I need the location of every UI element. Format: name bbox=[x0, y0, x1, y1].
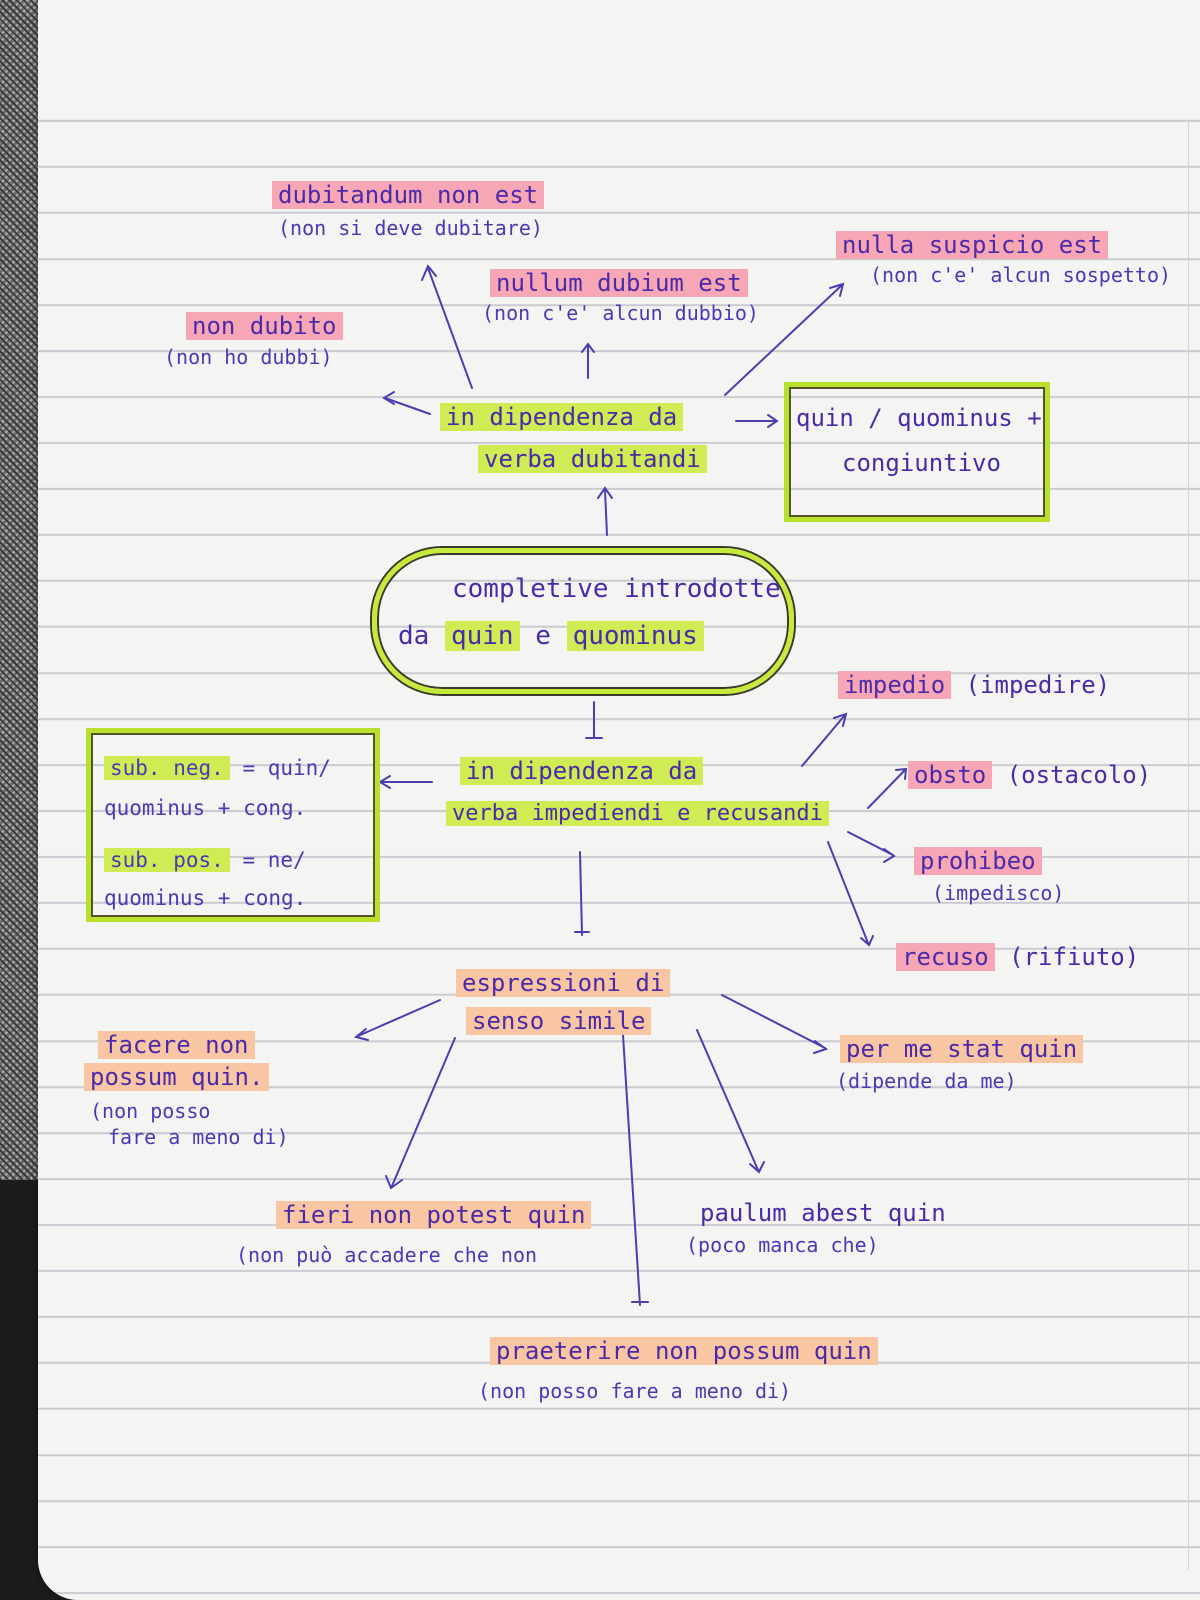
arrow-to-nulla-suspicio bbox=[724, 282, 845, 396]
term-facere-2: possum quin. bbox=[84, 1063, 270, 1092]
item-impedio: impedio (impedire) bbox=[838, 671, 1110, 700]
gloss-nulla-suspicio: (non c'e' alcun sospetto) bbox=[870, 263, 1172, 287]
gloss-facere-1: (non posso bbox=[90, 1099, 211, 1123]
branch-top-line1: in dipendenza da bbox=[440, 403, 684, 432]
branch-bottom-line2: senso simile bbox=[466, 1007, 652, 1036]
term-facere-1: facere non bbox=[98, 1031, 255, 1060]
arrow-to-nullum bbox=[581, 342, 595, 379]
arrow-to-fieri bbox=[385, 1037, 456, 1190]
gloss-per-me-stat: (dipende da me) bbox=[836, 1069, 1017, 1093]
arrow-to-recuso bbox=[827, 841, 874, 947]
page-top-blank bbox=[38, 0, 1200, 115]
term-nullum: nullum dubium est bbox=[490, 269, 748, 298]
arrow-to-obsto bbox=[867, 767, 908, 809]
gloss-praeterire: (non posso fare a meno di) bbox=[478, 1379, 792, 1403]
rule-pos-line1: sub. pos. = ne/ bbox=[104, 848, 306, 872]
arrow-to-paulum bbox=[696, 1029, 765, 1174]
gloss-paulum: (poco manca che) bbox=[686, 1233, 879, 1257]
center-line1: completive introdotte bbox=[452, 574, 781, 604]
notebook-page bbox=[38, 0, 1200, 1600]
arrow-to-result-box bbox=[735, 414, 779, 428]
arrow-middle-to-bottom bbox=[574, 851, 590, 936]
rule-box bbox=[86, 728, 380, 922]
arrow-to-per-me-stat bbox=[721, 994, 829, 1054]
item-recuso: recuso (rifiuto) bbox=[896, 943, 1139, 972]
arrow-center-to-middle bbox=[585, 701, 603, 739]
gloss-facere-2: fare a meno di) bbox=[108, 1125, 289, 1149]
term-fieri: fieri non potest quin bbox=[276, 1201, 592, 1230]
gloss-dubitandum: (non si deve dubitare) bbox=[278, 216, 543, 240]
term-praeterire: praeterire non possum quin bbox=[490, 1337, 878, 1366]
result-box bbox=[784, 382, 1050, 522]
gloss-fieri: (non può accadere che non bbox=[236, 1243, 538, 1267]
term-per-me-stat: per me stat quin bbox=[840, 1035, 1084, 1064]
rule-neg-line1: sub. neg. = quin/ bbox=[104, 756, 331, 780]
rule-pos-line2: quominus + cong. bbox=[104, 886, 307, 910]
result-line2: congiuntivo bbox=[842, 449, 1001, 477]
arrow-to-non-dubito bbox=[382, 391, 431, 415]
item-obsto: obsto (ostacolo) bbox=[908, 761, 1151, 790]
term-non-dubito: non dubito bbox=[186, 312, 343, 341]
arrow-to-impedio bbox=[801, 712, 848, 767]
arrow-to-rule-box bbox=[378, 775, 433, 789]
branch-middle-line1: in dipendenza da bbox=[460, 757, 704, 786]
branch-top-line2: verba dubitandi bbox=[478, 445, 707, 474]
term-paulum: paulum abest quin bbox=[700, 1199, 946, 1227]
branch-middle-line2: verba impediendi e recusandi bbox=[446, 801, 829, 826]
page-margin-line bbox=[1188, 120, 1189, 1570]
rule-neg-line2: quominus + cong. bbox=[104, 796, 307, 820]
result-line1: quin / quominus + bbox=[796, 404, 1042, 432]
term-prohibeo: prohibeo bbox=[914, 847, 1042, 876]
arrow-to-dubitandum bbox=[421, 264, 473, 389]
gloss-nullum: (non c'e' alcun dubbio) bbox=[482, 301, 759, 325]
center-cloud bbox=[372, 548, 794, 694]
gloss-non-dubito: (non ho dubbi) bbox=[164, 345, 333, 369]
arrow-center-to-top bbox=[597, 486, 613, 536]
arrow-to-facere bbox=[353, 999, 441, 1041]
term-nulla-suspicio: nulla suspicio est bbox=[836, 231, 1109, 260]
gloss-prohibeo: (impedisco) bbox=[932, 881, 1065, 905]
center-line2: da quin e quominus bbox=[398, 621, 704, 652]
term-dubitandum: dubitandum non est bbox=[272, 181, 545, 210]
branch-bottom-line1: espressioni di bbox=[456, 969, 671, 998]
arrow-to-prohibeo bbox=[847, 831, 896, 863]
arrow-to-praeterire bbox=[622, 1034, 649, 1306]
